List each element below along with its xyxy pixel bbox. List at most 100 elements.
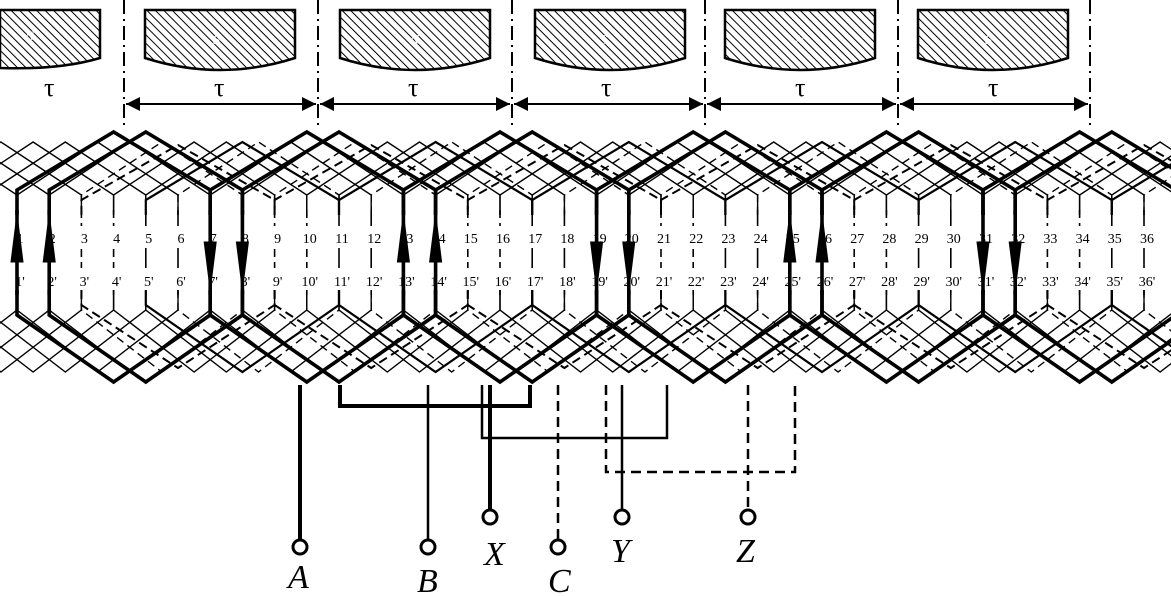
slot-number-top: 23 [721, 232, 735, 247]
slot-number-bottom: 17' [527, 275, 544, 290]
end-turn-bottom [0, 290, 18, 324]
slot-number-top: 4 [113, 232, 120, 247]
end-turn-top [563, 141, 727, 215]
label-bg [873, 226, 900, 248]
end-turn-top [16, 141, 179, 215]
current-arrow-down [590, 241, 604, 291]
pole-label: S [985, 33, 992, 48]
end-turn-top [982, 141, 1145, 215]
pole-label: S [600, 33, 607, 48]
current-arrow-up [783, 213, 797, 263]
slot-number-top: 17 [528, 232, 542, 247]
end-turn-top [402, 141, 566, 215]
label-bg [100, 226, 127, 248]
slot-number-top: 11 [335, 232, 348, 247]
label-bg [487, 226, 513, 248]
b-jumper [480, 385, 669, 440]
slot-number-top: 24 [754, 232, 768, 247]
end-turn-bottom [177, 290, 340, 373]
slot-number-bottom: 4' [112, 275, 122, 290]
slot-number-top: 12 [367, 232, 381, 247]
end-turn-bottom [1078, 290, 1171, 373]
slot-number-top: 29 [915, 232, 929, 247]
label-bg [551, 268, 578, 290]
phase-leads [298, 385, 797, 540]
label-bg [519, 268, 546, 290]
tau-label: τ [214, 73, 224, 102]
label-bg [1066, 268, 1093, 290]
terminal-b-circle [419, 538, 437, 556]
slot-number-top: 21 [657, 232, 671, 247]
a-jumper [338, 385, 532, 408]
slot-number-bottom: 26' [817, 275, 834, 290]
slot-number-bottom: 7' [208, 275, 218, 290]
end-turn-top [48, 141, 211, 215]
end-turn-top [80, 141, 244, 215]
slot-number-top: 6 [178, 232, 185, 247]
label-bg [648, 226, 674, 248]
label-bg [132, 268, 159, 290]
c-jumper [604, 385, 797, 474]
label-bg [261, 268, 288, 290]
label-bg [454, 226, 481, 248]
slot-number-top: 7 [210, 232, 217, 247]
label-bg [841, 268, 868, 290]
label-bg [1131, 226, 1157, 248]
slot-number-bottom: 5' [144, 275, 154, 290]
label-bg [326, 268, 352, 290]
end-turn-bottom [112, 290, 276, 373]
slot-number-top: 16 [496, 232, 510, 247]
current-arrow-down [976, 241, 990, 291]
current-arrows [10, 213, 1022, 291]
label-bg [487, 268, 513, 290]
label-bg [165, 268, 191, 290]
label-bg [100, 268, 127, 290]
label-bg [165, 226, 191, 248]
slot-number-bottom: 8' [241, 275, 251, 290]
terminal-a-circle [291, 538, 309, 556]
terminal-z-label: Z [736, 533, 756, 570]
pole-shoe-5: N [723, 8, 877, 72]
label-bg [358, 226, 385, 248]
pole-label: N [794, 33, 805, 48]
slot-number-bottom: 6' [176, 275, 186, 290]
label-bg [132, 226, 159, 248]
slot-number-top: 34 [1076, 232, 1090, 247]
slot-number-bottom: 11' [334, 275, 350, 290]
slot-number-top: 8 [242, 232, 249, 247]
label-bg [68, 268, 95, 290]
end-turn-top [1143, 176, 1171, 215]
current-arrow-down [1008, 241, 1022, 291]
slot-number-bottom: 34' [1074, 275, 1091, 290]
label-bg [519, 226, 546, 248]
phase-c-coil-bottom [1046, 290, 1171, 370]
end-turn-bottom [950, 290, 1113, 373]
phase-c-coil-bottom [466, 290, 662, 370]
label-bg [261, 226, 288, 248]
end-turn-top [209, 141, 372, 215]
slot-number-top: 27 [850, 232, 864, 247]
phase-c-coil-bottom [660, 290, 856, 370]
end-turn-bottom [885, 290, 1049, 373]
slot-number-top: 22 [689, 232, 703, 247]
slot-number-top: 5 [145, 232, 152, 247]
phase-b-coil-bottom [1110, 290, 1171, 348]
current-arrow-up [396, 213, 410, 263]
slot-number-bottom: 35' [1107, 275, 1124, 290]
label-bg [680, 226, 707, 248]
phase-a-coil-bottom [981, 290, 1171, 385]
current-arrow-up [429, 213, 443, 263]
end-turn-top [1111, 155, 1171, 215]
end-turn-top [0, 141, 147, 215]
label-bg [1098, 268, 1125, 290]
slot-number-bottom: 29' [913, 275, 930, 290]
end-turn-top [1046, 141, 1171, 215]
current-arrow-up [10, 213, 24, 263]
pole-shoe-3: N [338, 8, 492, 72]
pole-label: N [24, 29, 35, 44]
slot-number-top: 9 [274, 232, 281, 247]
slot-number-bottom: 19' [591, 275, 608, 290]
terminal-y-label: Y [611, 533, 633, 570]
terminal-y-circle [613, 508, 631, 526]
